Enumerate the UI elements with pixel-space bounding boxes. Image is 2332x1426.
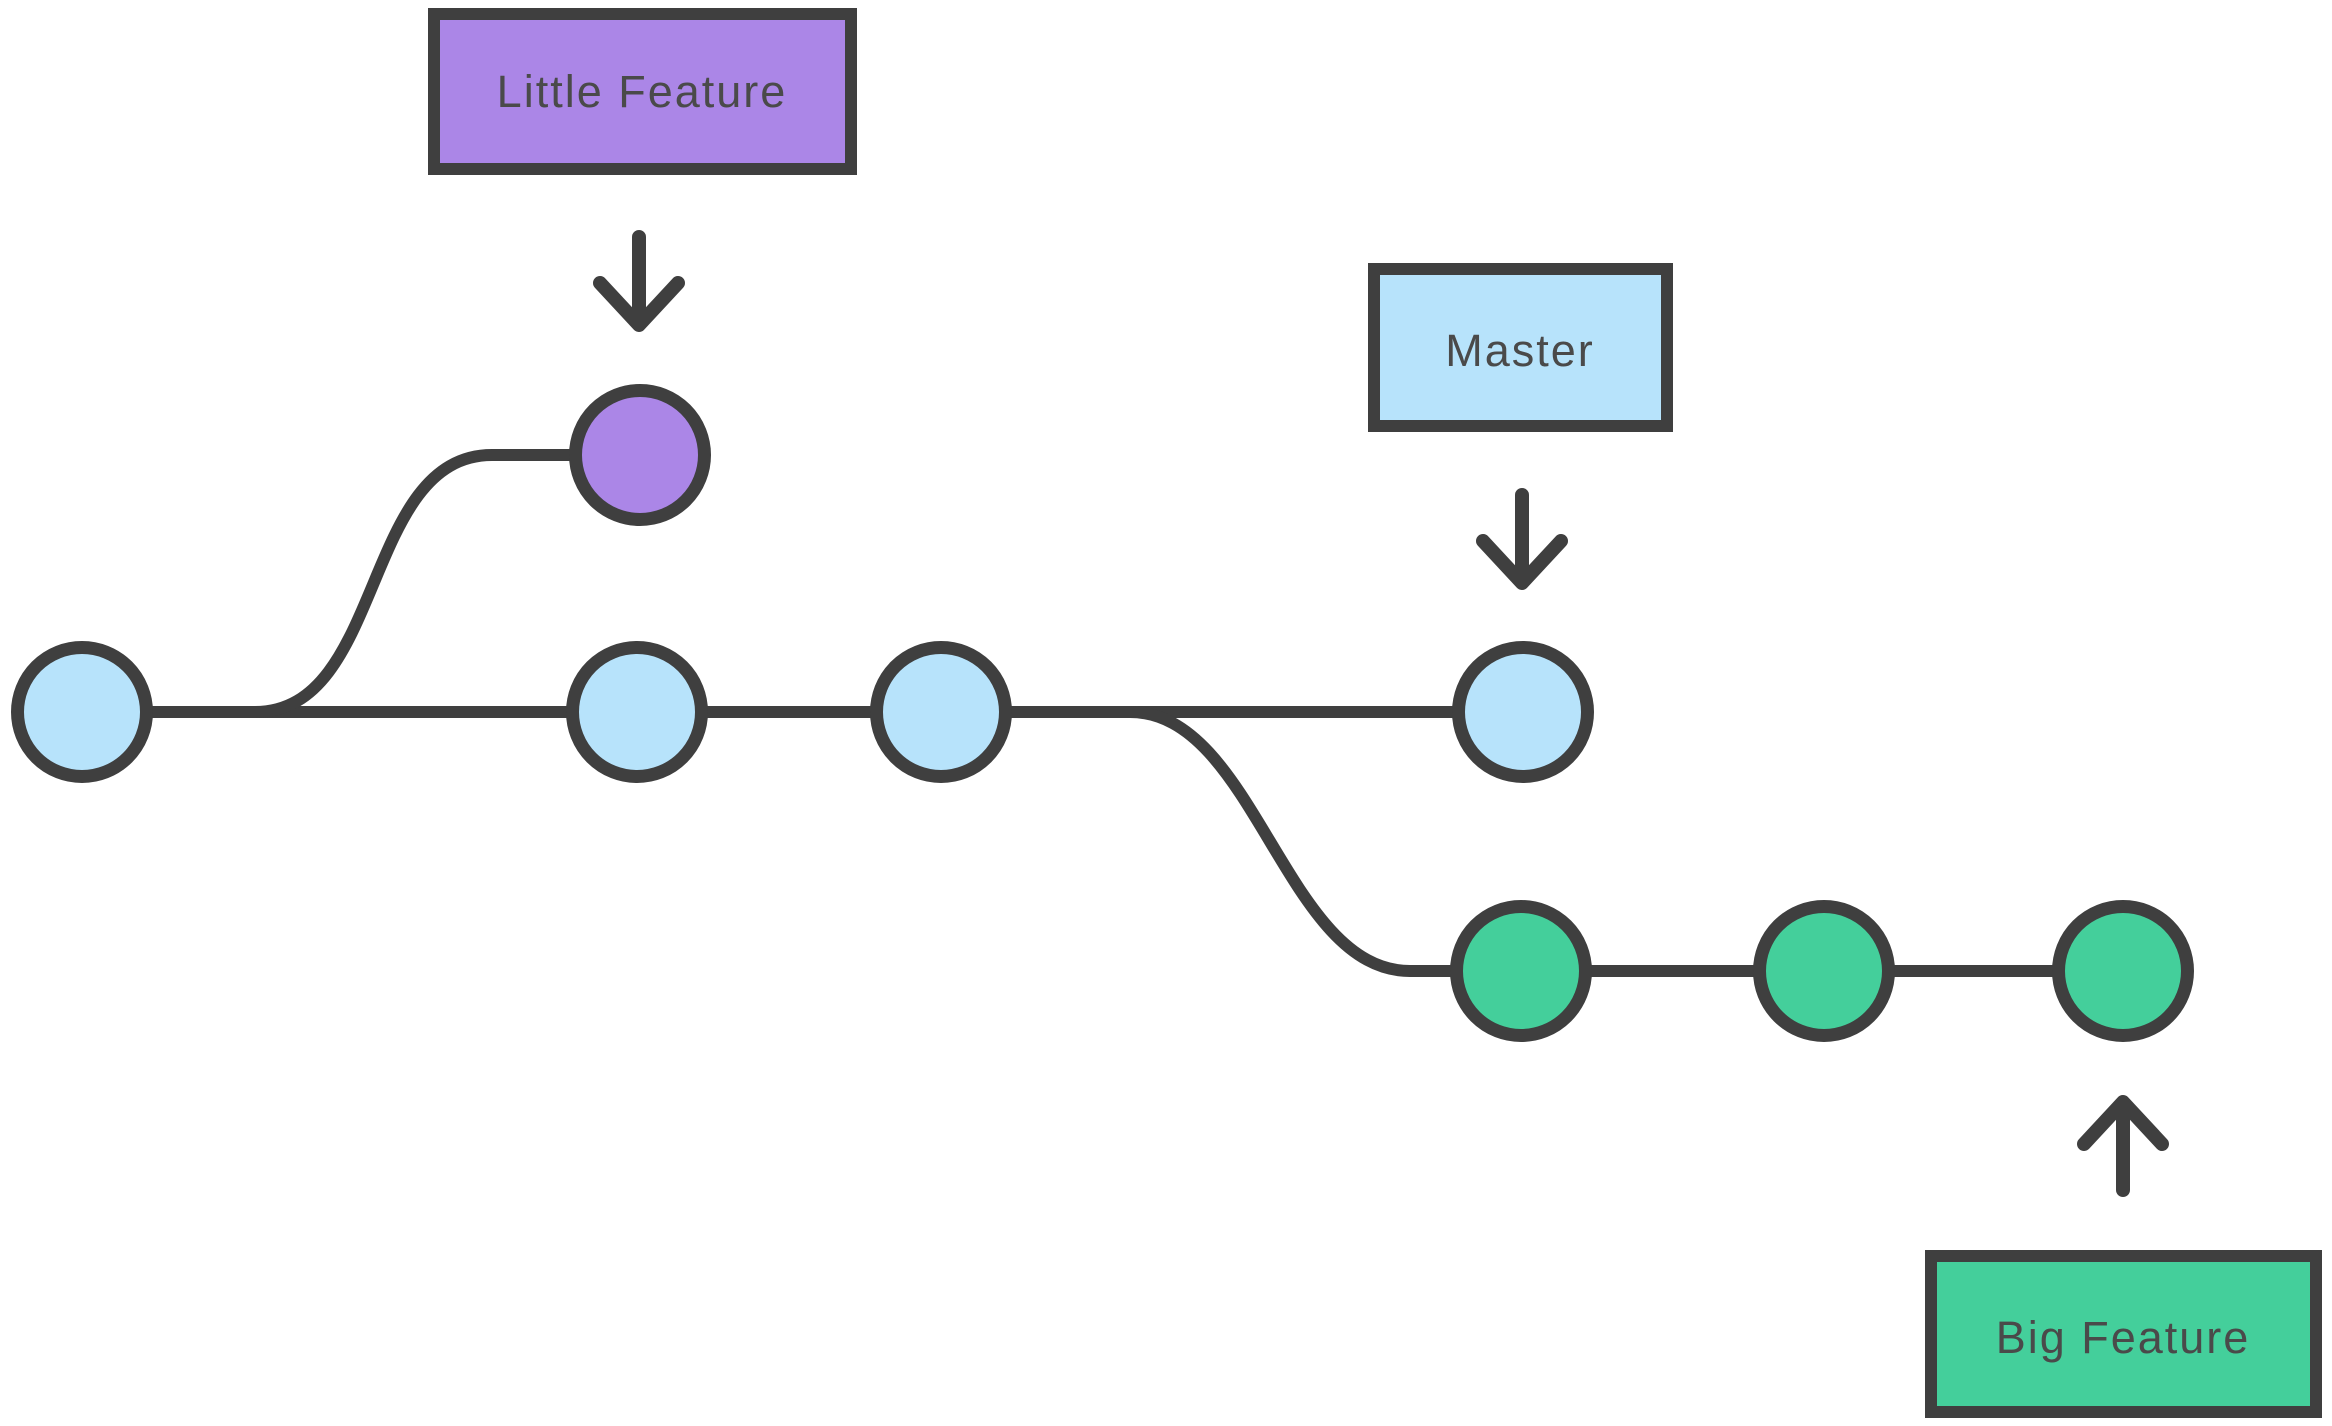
little-feature-label-box — [428, 8, 857, 175]
big-feature-branch-line — [1129, 706, 1530, 977]
big-feature-arrow-up-icon — [2077, 1095, 2169, 1197]
master-arrow-down-icon — [1476, 488, 1568, 590]
commit-node-master-1 — [11, 641, 153, 783]
master-label-box — [1368, 263, 1673, 432]
commit-node-big-feature-3 — [2052, 900, 2194, 1042]
commit-node-big-feature-1 — [1450, 900, 1592, 1042]
commit-node-little-feature-1 — [569, 384, 711, 526]
big-feature-label-box — [1925, 1250, 2322, 1418]
commit-node-master-3 — [870, 641, 1012, 783]
commit-node-master-2 — [566, 641, 708, 783]
commit-node-master-4 — [1452, 641, 1594, 783]
commit-node-big-feature-2 — [1753, 900, 1895, 1042]
big-feature-label: Big Feature — [1996, 1312, 2251, 1363]
little-feature-label: Little Feature — [497, 66, 788, 117]
little-feature-branch-line — [254, 449, 645, 718]
master-label: Master — [1445, 325, 1595, 376]
little-feature-arrow-down-icon — [593, 230, 685, 332]
